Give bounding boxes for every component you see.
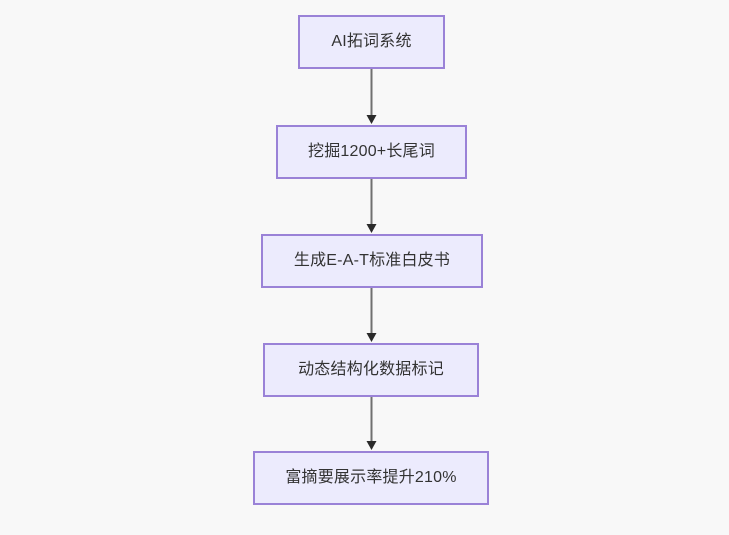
- edge-n3-to-n4: [366, 288, 377, 342]
- arrowhead-down-icon: [366, 115, 377, 124]
- flowchart-node-label: 挖掘1200+长尾词: [308, 143, 435, 160]
- flowchart-node-label: 富摘要展示率提升210%: [285, 469, 457, 486]
- edge-n2-to-n3: [366, 179, 377, 233]
- arrowhead-down-icon: [366, 224, 377, 233]
- arrowhead-down-icon: [366, 333, 377, 342]
- flowchart-node-label: 生成E-A-T标准白皮书: [293, 252, 451, 269]
- flowchart-node-ai-keyword-system[interactable]: AI拓词系统: [298, 15, 445, 69]
- edge-n4-to-n5: [366, 397, 377, 450]
- flowchart-node-dynamic-structured-data-markup[interactable]: 动态结构化数据标记: [263, 343, 479, 397]
- arrowhead-down-icon: [366, 441, 377, 450]
- edge-n1-to-n2: [366, 69, 377, 124]
- flowchart-node-mine-longtail-keywords[interactable]: 挖掘1200+长尾词: [276, 125, 467, 179]
- flowchart-node-rich-snippet-rate-increase[interactable]: 富摘要展示率提升210%: [253, 451, 489, 505]
- flowchart-node-generate-eat-whitepaper[interactable]: 生成E-A-T标准白皮书: [261, 234, 483, 288]
- flowchart-node-label: 动态结构化数据标记: [298, 361, 444, 378]
- flowchart-node-label: AI拓词系统: [331, 33, 412, 50]
